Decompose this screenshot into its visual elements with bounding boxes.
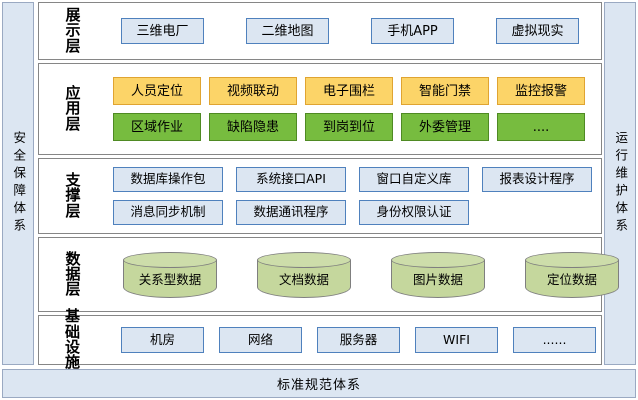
cylinder-top-icon bbox=[391, 251, 485, 268]
data-row: 关系型数据 文档数据 图片数据 定位数据 bbox=[107, 251, 619, 298]
node-support-2[interactable]: 系统接口API bbox=[236, 167, 346, 192]
right-sidebar-ops-maintenance-system: 运行维护体系 bbox=[604, 2, 636, 365]
cylinder-data-1[interactable]: 关系型数据 bbox=[123, 251, 217, 298]
cylinder-label-2: 文档数据 bbox=[278, 271, 329, 287]
node-application-orange-3[interactable]: 电子围栏 bbox=[305, 77, 393, 105]
support-row-1: 数据库操作包 系统接口API 窗口自定义库 报表设计程序 bbox=[107, 167, 592, 192]
layer-application-body: 人员定位 视频联动 电子围栏 智能门禁 监控报警 区域作业 缺陷隐患 到岗到位 … bbox=[107, 77, 601, 141]
left-sidebar-label: 安全保障体系 bbox=[11, 131, 27, 236]
cylinder-top-icon bbox=[123, 251, 217, 268]
node-support-6[interactable]: 数据通讯程序 bbox=[236, 200, 346, 225]
node-presentation-2[interactable]: 二维地图 bbox=[246, 18, 329, 44]
node-infra-5[interactable]: ...... bbox=[513, 327, 596, 353]
layer-support-label: 支撑层 bbox=[65, 171, 82, 220]
node-presentation-4[interactable]: 虚拟现实 bbox=[496, 18, 579, 44]
cylinder-top-icon bbox=[257, 251, 351, 268]
layer-presentation: 展示层 三维电厂 二维地图 手机APP 虚拟现实 bbox=[38, 2, 602, 60]
application-row-orange: 人员定位 视频联动 电子围栏 智能门禁 监控报警 bbox=[107, 77, 591, 105]
right-sidebar-label: 运行维护体系 bbox=[613, 131, 629, 236]
layer-support: 支撑层 数据库操作包 系统接口API 窗口自定义库 报表设计程序 消息同步机制 … bbox=[38, 158, 602, 234]
support-row-2: 消息同步机制 数据通讯程序 身份权限认证 bbox=[107, 200, 592, 225]
presentation-row: 三维电厂 二维地图 手机APP 虚拟现实 bbox=[107, 18, 591, 44]
node-infra-2[interactable]: 网络 bbox=[219, 327, 302, 353]
layer-application: 应用层 人员定位 视频联动 电子围栏 智能门禁 监控报警 区域作业 缺陷隐患 到… bbox=[38, 63, 602, 155]
application-row-green: 区域作业 缺陷隐患 到岗到位 外委管理 .... bbox=[107, 113, 591, 141]
node-support-1[interactable]: 数据库操作包 bbox=[113, 167, 223, 192]
node-application-green-1[interactable]: 区域作业 bbox=[113, 113, 201, 141]
cylinder-data-2[interactable]: 文档数据 bbox=[257, 251, 351, 298]
layer-infrastructure-body: 机房 网络 服务器 WIFI ...... bbox=[107, 327, 606, 353]
node-support-7[interactable]: 身份权限认证 bbox=[359, 200, 469, 225]
layer-presentation-body: 三维电厂 二维地图 手机APP 虚拟现实 bbox=[107, 18, 601, 44]
node-infra-1[interactable]: 机房 bbox=[121, 327, 204, 353]
node-support-4[interactable]: 报表设计程序 bbox=[482, 167, 592, 192]
node-support-3[interactable]: 窗口自定义库 bbox=[359, 167, 469, 192]
layer-data: 数据层 关系型数据 文档数据 bbox=[38, 237, 619, 312]
cylinder-label-1: 关系型数据 bbox=[138, 271, 202, 287]
layer-infrastructure: 基础设施 机房 网络 服务器 WIFI ...... bbox=[38, 309, 602, 370]
node-application-green-5[interactable]: .... bbox=[497, 113, 585, 141]
node-presentation-3[interactable]: 手机APP bbox=[371, 18, 454, 44]
layer-data-body: 关系型数据 文档数据 图片数据 定位数据 bbox=[107, 251, 629, 298]
node-presentation-1[interactable]: 三维电厂 bbox=[121, 18, 204, 44]
node-application-orange-1[interactable]: 人员定位 bbox=[113, 77, 201, 105]
node-application-green-3[interactable]: 到岗到位 bbox=[305, 113, 393, 141]
node-application-green-4[interactable]: 外委管理 bbox=[401, 113, 489, 141]
node-infra-4[interactable]: WIFI bbox=[415, 327, 498, 353]
layer-data-label: 数据层 bbox=[65, 249, 82, 299]
node-application-green-2[interactable]: 缺陷隐患 bbox=[209, 113, 297, 141]
bottom-bar-label: 标准规范体系 bbox=[276, 378, 361, 393]
node-support-5[interactable]: 消息同步机制 bbox=[113, 200, 223, 225]
cylinder-top-icon bbox=[525, 251, 619, 268]
cylinder-label-3: 图片数据 bbox=[412, 271, 463, 287]
layer-support-body: 数据库操作包 系统接口API 窗口自定义库 报表设计程序 消息同步机制 数据通讯… bbox=[107, 167, 602, 225]
layer-application-label: 应用层 bbox=[65, 84, 82, 133]
node-infra-3[interactable]: 服务器 bbox=[317, 327, 400, 353]
node-application-orange-4[interactable]: 智能门禁 bbox=[401, 77, 489, 105]
layer-presentation-label: 展示层 bbox=[65, 6, 82, 55]
cylinder-label-4: 定位数据 bbox=[546, 271, 597, 287]
left-sidebar-security-system: 安全保障体系 bbox=[2, 2, 34, 365]
bottom-bar-standards-system: 标准规范体系 bbox=[2, 369, 636, 398]
layer-stack: 展示层 三维电厂 二维地图 手机APP 虚拟现实 应用层 人员定位 视频联动 bbox=[38, 2, 619, 370]
node-application-orange-5[interactable]: 监控报警 bbox=[497, 77, 585, 105]
infrastructure-row: 机房 网络 服务器 WIFI ...... bbox=[107, 327, 596, 353]
layer-infrastructure-label: 基础设施 bbox=[64, 307, 81, 372]
cylinder-data-3[interactable]: 图片数据 bbox=[391, 251, 485, 298]
node-application-orange-2[interactable]: 视频联动 bbox=[209, 77, 297, 105]
cylinder-data-4[interactable]: 定位数据 bbox=[525, 251, 619, 298]
